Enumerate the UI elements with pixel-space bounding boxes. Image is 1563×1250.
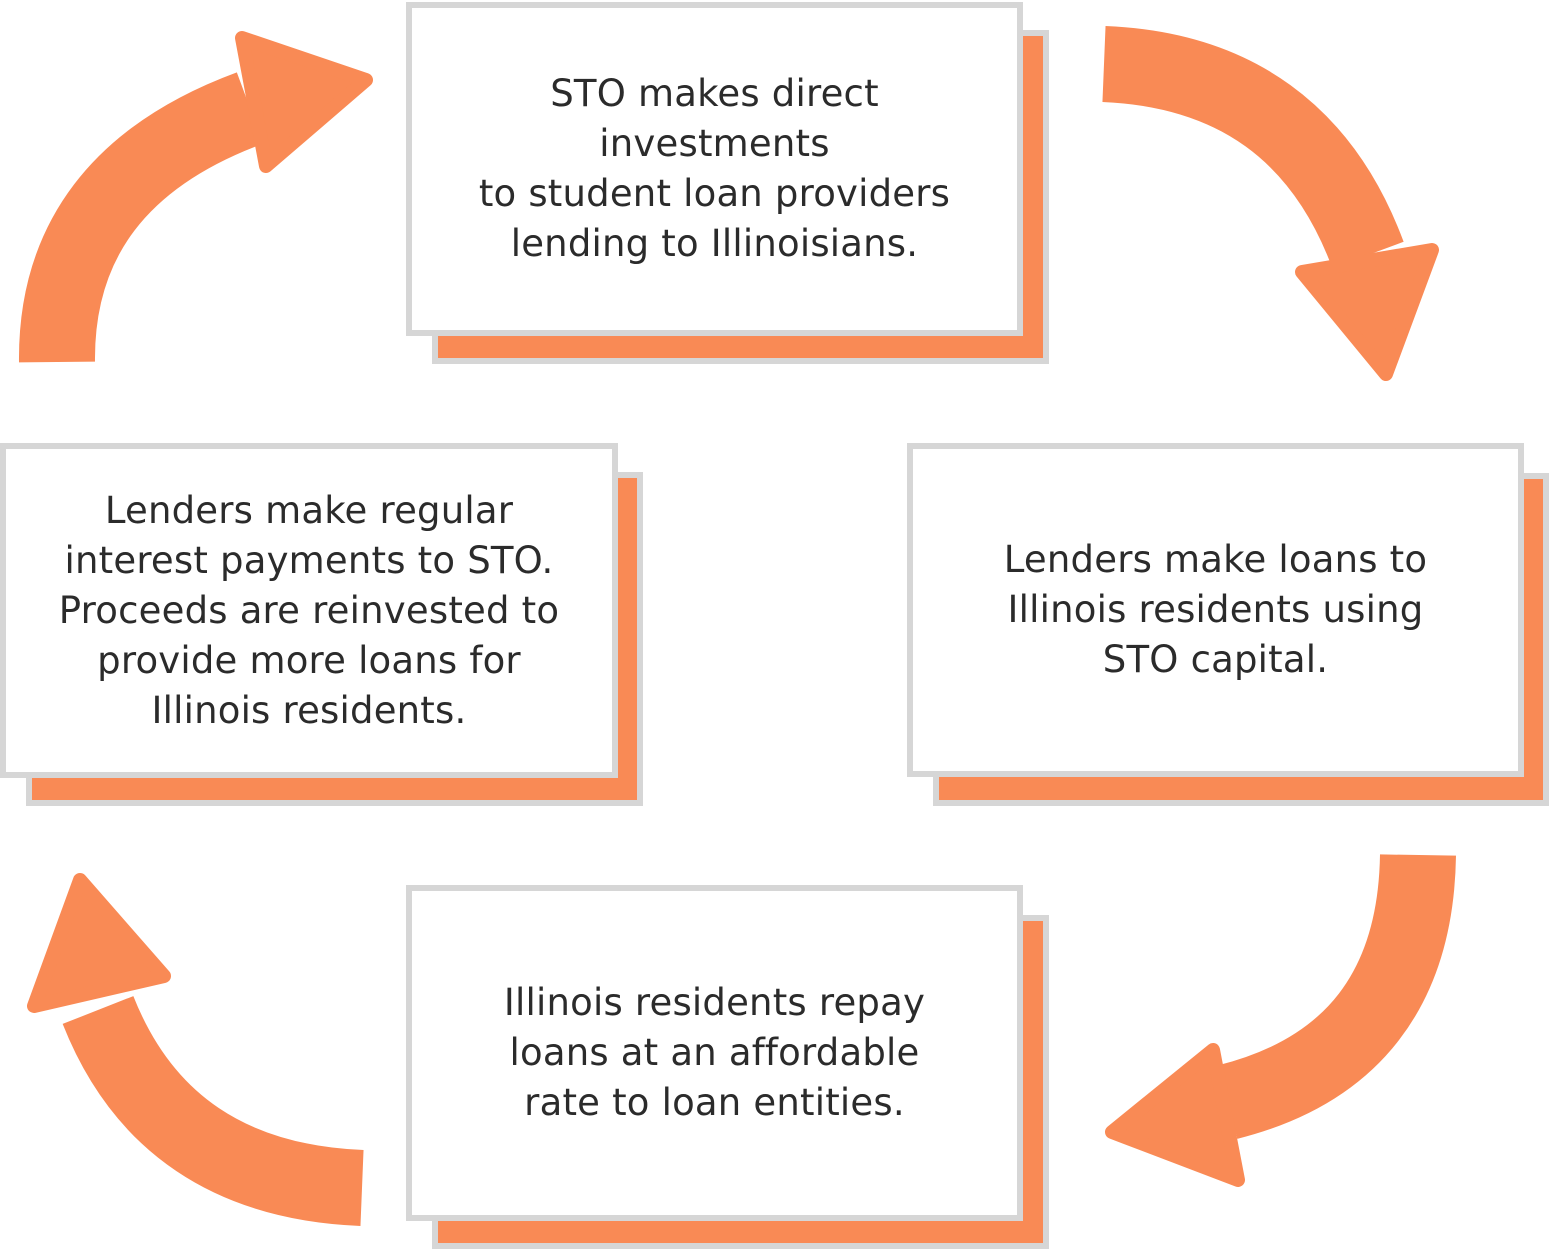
card-face: STO makes direct investments to student … [406,2,1023,336]
step-card-left: Lenders make regular interest payments t… [0,443,643,806]
step-card-bottom: Illinois residents repay loans at an aff… [406,885,1049,1249]
step-text-right: Lenders make loans to Illinois residents… [1003,538,1428,681]
card-face: Illinois residents repay loans at an aff… [406,885,1023,1221]
arrow-top-left [18,31,373,363]
card-face: Lenders make loans to Illinois residents… [907,443,1524,777]
step-card-top: STO makes direct investments to student … [406,2,1049,364]
step-card-right: Lenders make loans to Illinois residents… [907,443,1549,806]
step-text-bottom: Illinois residents repay loans at an aff… [503,981,926,1124]
arrow-bottom-left [27,873,365,1226]
step-text-left: Lenders make regular interest payments t… [58,488,560,732]
step-text-top: STO makes direct investments to student … [478,72,951,265]
arrow-top-right [1101,26,1439,381]
card-face: Lenders make regular interest payments t… [0,443,618,778]
arrow-bottom-right [1105,853,1456,1187]
